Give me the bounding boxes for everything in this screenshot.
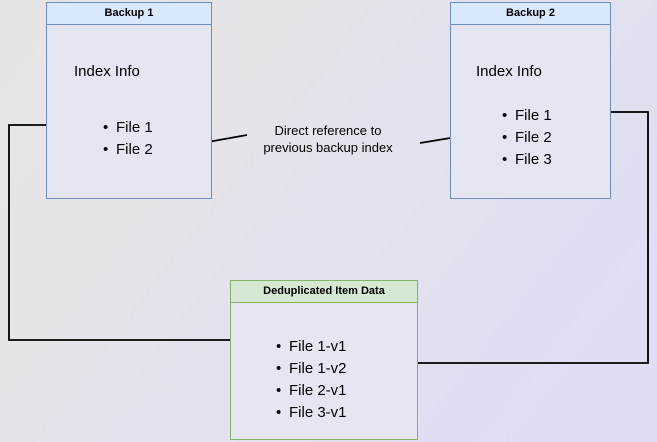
backup-2-header: Backup 2 [451,3,610,25]
backup-2-body: Index Info File 1 File 2 File 3 [451,25,610,198]
list-item: File 3-v1 [276,402,346,424]
list-item: File 1 [502,105,552,127]
list-item: File 1 [103,117,153,139]
list-item: File 2 [502,127,552,149]
list-item: File 1-v1 [276,336,346,358]
backup-2-file-list: File 1 File 2 File 3 [499,105,552,171]
deduplicated-file-list: File 1-v1 File 1-v2 File 2-v1 File 3-v1 [273,336,346,424]
backup-1-index-label: Index Info [74,63,140,80]
list-item: File 3 [502,149,552,171]
backup-1-file-list: File 1 File 2 [100,117,153,161]
backup-2-index-label: Index Info [476,63,542,80]
direct-reference-line-1: Direct reference to [274,123,382,138]
direct-reference-annotation: Direct reference to previous backup inde… [250,122,406,156]
backup-1-body: Index Info File 1 File 2 [47,25,211,198]
deduplicated-item-data-box[interactable]: Deduplicated Item Data File 1-v1 File 1-… [230,280,418,440]
list-item: File 2-v1 [276,380,346,402]
deduplicated-item-data-header: Deduplicated Item Data [231,281,417,303]
deduplicated-item-data-body: File 1-v1 File 1-v2 File 2-v1 File 3-v1 [231,303,417,439]
backup-1-box[interactable]: Backup 1 Index Info File 1 File 2 [46,2,212,199]
list-item: File 1-v2 [276,358,346,380]
backup-1-header: Backup 1 [47,3,211,25]
backup-2-box[interactable]: Backup 2 Index Info File 1 File 2 File 3 [450,2,611,199]
list-item: File 2 [103,139,153,161]
direct-reference-line-2: previous backup index [263,140,393,155]
